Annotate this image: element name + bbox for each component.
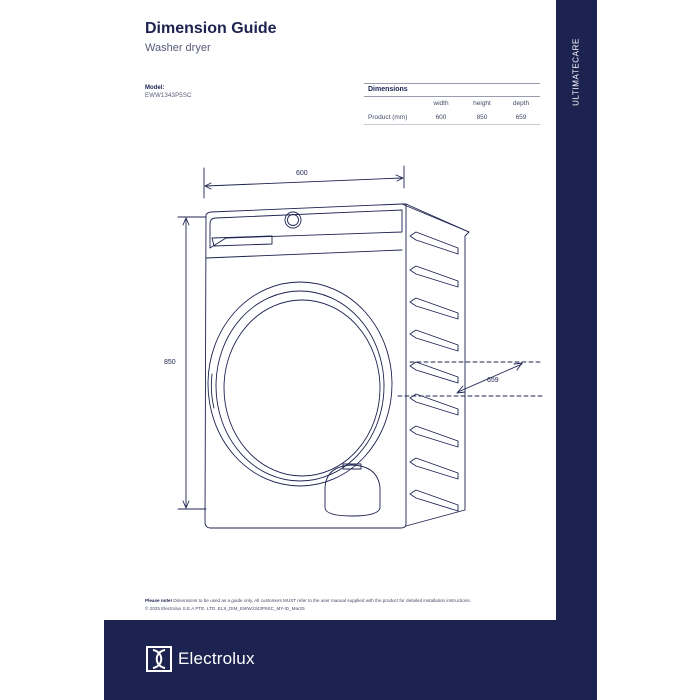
- side-vents: [409, 231, 459, 512]
- electrolux-logo: Electrolux: [146, 644, 255, 674]
- depth-dimension-line: [397, 361, 543, 397]
- height-dimension-label: 850: [164, 359, 176, 366]
- brand-footer: [104, 620, 597, 700]
- row-label-product: Product (mm): [368, 114, 408, 121]
- page-subtitle: Washer dryer: [145, 42, 211, 54]
- value-height: 850: [476, 114, 488, 121]
- brand-sidebar: [556, 0, 597, 620]
- page-title: Dimension Guide: [145, 20, 277, 37]
- width-dimension-line: [203, 165, 405, 199]
- electrolux-logo-icon: [146, 646, 172, 672]
- width-dimension-label: 600: [296, 170, 308, 177]
- height-dimension-line: [177, 216, 207, 510]
- machine-body: [204, 203, 470, 529]
- table-bottom-rule: [364, 124, 540, 125]
- column-height: height: [473, 100, 491, 107]
- dimensions-heading: Dimensions: [368, 86, 408, 93]
- model-value: EWW1343P5SC: [145, 93, 192, 99]
- column-width: width: [433, 100, 449, 107]
- value-width: 600: [435, 114, 447, 121]
- note-prefix: Please note!: [145, 598, 173, 603]
- disclaimer-note: Please note! Dimensions to be used as a …: [145, 598, 545, 603]
- copyright-line: © 2025 Electrolux S.E.A PTE. LTD. ELX_DI…: [145, 606, 305, 611]
- note-text: Dimensions to be used as a guide only. A…: [173, 598, 471, 603]
- column-depth: depth: [512, 100, 530, 107]
- model-label: Model:: [145, 85, 165, 91]
- sidebar-brand-line: ULTIMATECARE: [571, 38, 581, 106]
- value-depth: 659: [515, 114, 527, 121]
- depth-dimension-label: 659: [487, 377, 499, 384]
- footer-brand: Electrolux: [178, 649, 255, 668]
- table-top-rule: [364, 83, 540, 84]
- table-head-rule: [364, 96, 540, 97]
